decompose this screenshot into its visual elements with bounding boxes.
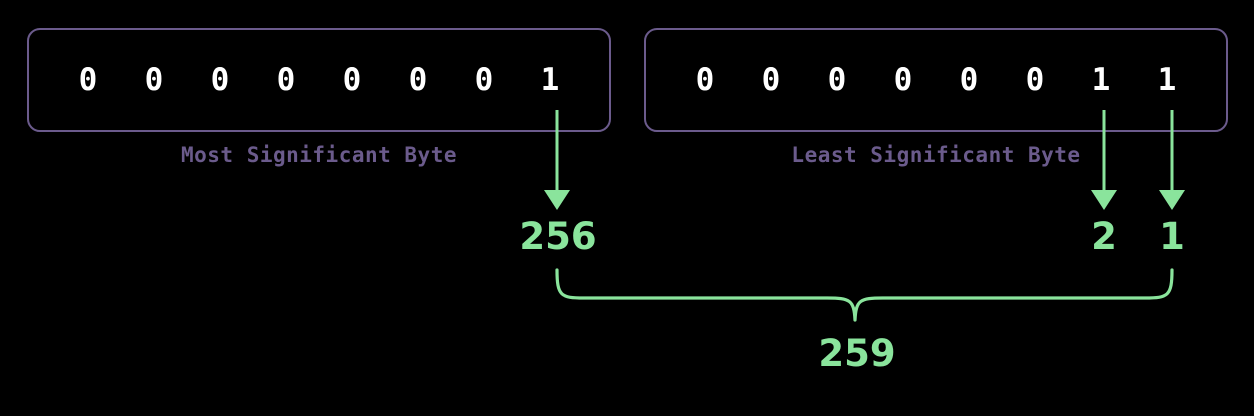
least-significant-byte-box: 0 0 0 0 0 0 1 1 xyxy=(644,28,1228,132)
bit-cell: 0 xyxy=(893,61,913,98)
bit-cell: 0 xyxy=(78,61,98,98)
bit-cell: 0 xyxy=(959,61,979,98)
arrow-lsb-2-head xyxy=(1091,190,1117,210)
summation-brace xyxy=(555,268,1174,322)
bit-cell: 0 xyxy=(1025,61,1045,98)
value-total-259: 259 xyxy=(818,332,896,375)
value-lsb-1: 1 xyxy=(1159,215,1185,258)
value-lsb-2: 2 xyxy=(1091,215,1117,258)
value-msb-256: 256 xyxy=(519,215,597,258)
bit-cell: 1 xyxy=(1091,61,1111,98)
bit-cell: 0 xyxy=(276,61,296,98)
bit-cell: 1 xyxy=(1157,61,1177,98)
bit-cell: 0 xyxy=(761,61,781,98)
bit-cell: 0 xyxy=(144,61,164,98)
arrow-lsb-1-head xyxy=(1159,190,1185,210)
bit-cell: 0 xyxy=(210,61,230,98)
arrow-msb-head xyxy=(544,190,570,210)
bit-cell: 1 xyxy=(540,61,560,98)
most-significant-byte-label: Most Significant Byte xyxy=(180,143,457,167)
bit-cell: 0 xyxy=(342,61,362,98)
bit-cell: 0 xyxy=(408,61,428,98)
most-significant-byte-box: 0 0 0 0 0 0 0 1 xyxy=(27,28,611,132)
bit-cell: 0 xyxy=(827,61,847,98)
least-significant-byte-label: Least Significant Byte xyxy=(791,143,1081,167)
bit-cell: 0 xyxy=(695,61,715,98)
bit-cell: 0 xyxy=(474,61,494,98)
